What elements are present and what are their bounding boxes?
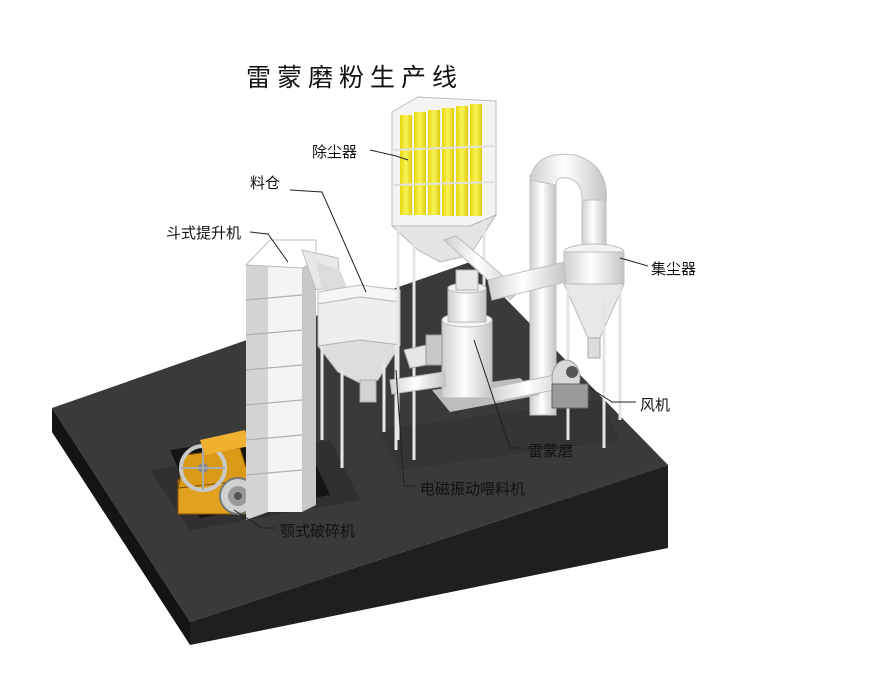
cyclone-collector <box>487 153 625 448</box>
platform-front-face <box>190 465 668 645</box>
leader-fan <box>589 387 636 403</box>
leader-bucket-elevator <box>249 231 289 263</box>
leader-dust-collector <box>369 149 409 161</box>
platform-top <box>52 262 668 622</box>
label-vibrating-feeder: 电磁振动喂料机 <box>420 480 526 498</box>
filter-bag-4 <box>442 108 454 216</box>
leader-cyclone <box>619 257 649 267</box>
label-dust-collector: 除尘器 <box>312 143 358 161</box>
diagram-title: 雷蒙磨粉生产线 <box>246 63 464 92</box>
label-silo: 料仓 <box>250 174 281 192</box>
fan-unit <box>551 359 589 409</box>
filter-bag-5 <box>456 106 468 216</box>
platform-left-face <box>52 408 190 645</box>
filter-bag-2 <box>414 112 426 215</box>
leader-jaw-crusher <box>233 509 276 529</box>
label-bucket-elevator: 斗式提升机 <box>166 224 242 242</box>
filter-bag-6 <box>470 104 482 216</box>
raymond-mill <box>389 269 589 412</box>
label-fan: 风机 <box>640 396 671 414</box>
leader-vibrating-feeder <box>395 369 416 487</box>
label-raymond-mill: 雷蒙磨 <box>528 442 574 460</box>
leader-silo <box>289 189 367 293</box>
filter-bag-3 <box>428 110 440 215</box>
leader-lines <box>233 149 649 529</box>
label-jaw-crusher: 颚式破碎机 <box>280 522 356 540</box>
material-silo <box>317 284 401 468</box>
leader-raymond-mill <box>473 339 524 449</box>
filter-bag-1 <box>400 115 412 215</box>
label-cyclone: 集尘器 <box>651 260 697 278</box>
